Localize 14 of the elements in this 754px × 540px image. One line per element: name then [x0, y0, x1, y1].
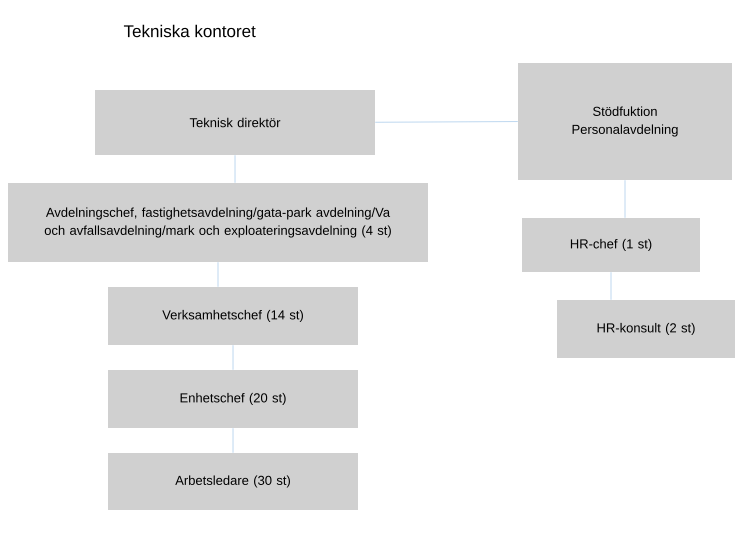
org-box: HR-chef (1 st) [522, 218, 700, 272]
title: Tekniska kontoret [124, 24, 256, 38]
org-box: HR-konsult (2 st) [557, 300, 735, 358]
connector-line [624, 180, 626, 218]
org-box: Avdelningschef, fastighetsavdelning/gata-park avdelning/Va och avfallsavdelning/mark och exploateringsavdelning (4 st) [8, 183, 428, 262]
org-box: Enhetschef (20 st) [108, 370, 358, 428]
connector-line [232, 345, 234, 370]
org-box: Arbetsledare (30 st) [108, 453, 358, 510]
connector-line [610, 272, 612, 300]
connector-line [232, 428, 234, 453]
org-box: Stödfuktion Personalavdelning [518, 63, 732, 180]
org-box: Verksamhetschef (14 st) [108, 287, 358, 345]
connector-line [234, 155, 236, 183]
org-box: Teknisk direktör [95, 90, 375, 155]
